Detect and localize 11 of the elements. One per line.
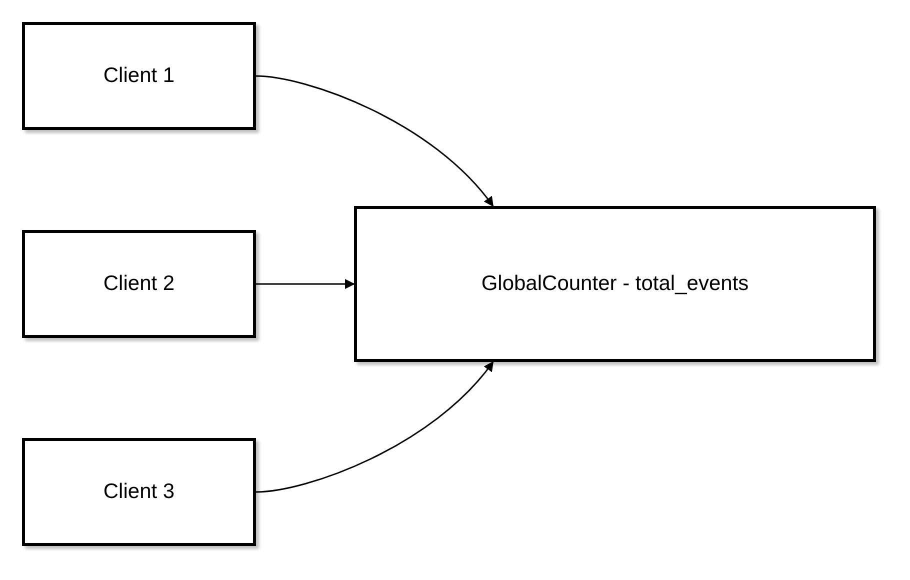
process-box (354, 206, 876, 362)
box-label: Client 3 (103, 479, 175, 506)
box-label: GlobalCounter - total_events (481, 271, 749, 298)
arrow (256, 279, 355, 289)
box-label: Client 2 (103, 271, 175, 298)
process-box (22, 22, 256, 130)
process-box (22, 230, 256, 338)
arrow (256, 361, 494, 493)
box-label: Client 1 (103, 63, 175, 90)
process-box (22, 438, 256, 546)
arrow (256, 75, 494, 207)
